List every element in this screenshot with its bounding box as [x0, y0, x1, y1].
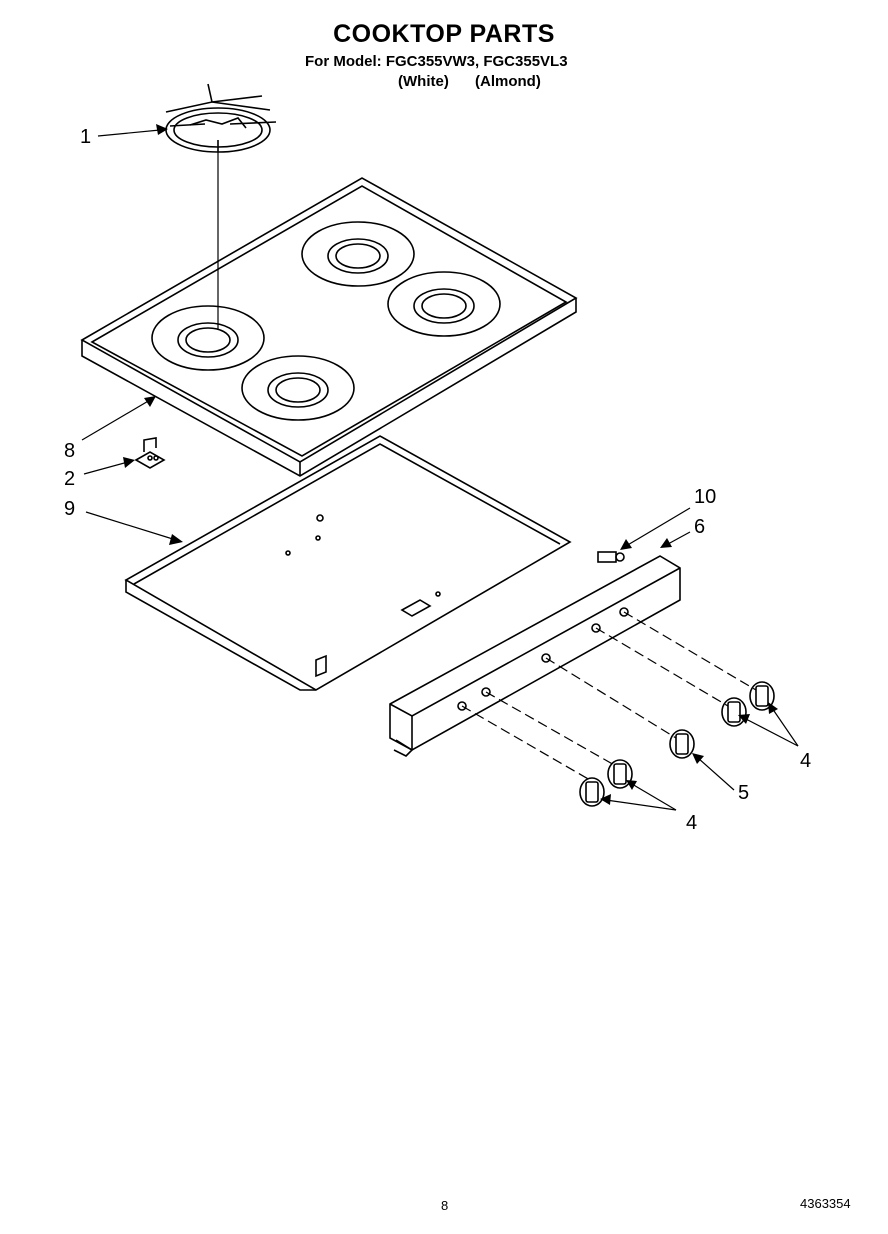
burner-well-front-right	[241, 355, 355, 421]
burner-well-front-left	[151, 305, 265, 371]
callout-10: 10	[694, 486, 717, 508]
color-almond: (Almond)	[475, 73, 541, 90]
color-variants: (White) (Almond)	[398, 73, 563, 90]
cooktop-panel	[80, 177, 578, 477]
callout-6: 6	[694, 516, 706, 538]
callout-5: 5	[738, 782, 750, 804]
burner-well-back-left	[301, 221, 415, 287]
knob-5	[669, 729, 695, 759]
document-number: 4363354	[800, 1196, 851, 1211]
model-line: For Model: FGC355VW3, FGC355VL3	[305, 53, 568, 70]
callout-2: 2	[64, 468, 76, 490]
valve-fitting	[597, 551, 625, 563]
hinge-clip	[134, 437, 166, 469]
burner-well-back-right	[387, 271, 501, 337]
knob-4a	[579, 777, 605, 807]
callout-9: 9	[64, 498, 76, 520]
manifold-panel	[389, 555, 681, 757]
callout-4-bottom: 4	[686, 812, 698, 834]
knob-4d	[749, 681, 775, 711]
color-white: (White)	[398, 73, 449, 90]
knob-alignment-lines	[461, 611, 757, 781]
callout-8: 8	[64, 440, 76, 462]
knob-4c	[721, 697, 747, 727]
page-number: 8	[441, 1198, 449, 1213]
leader-lines	[81, 124, 799, 811]
burner-grate	[165, 83, 277, 153]
knob-4b	[607, 759, 633, 789]
page-title: COOKTOP PARTS	[333, 20, 555, 48]
callout-4-right: 4	[800, 750, 812, 772]
burner-box-panel	[124, 435, 572, 691]
callout-1: 1	[80, 126, 92, 148]
